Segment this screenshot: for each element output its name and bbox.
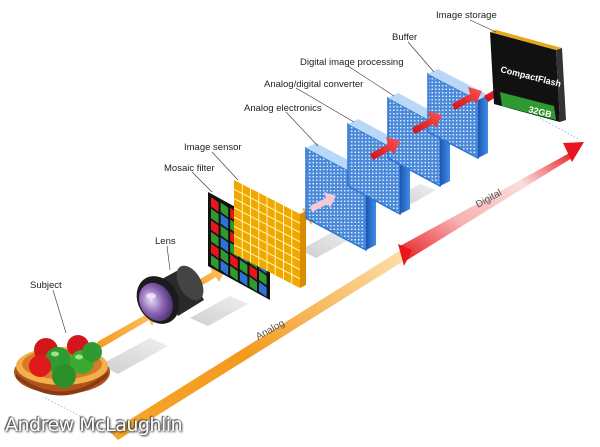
label-image-sensor: Image sensor [184, 142, 242, 153]
label-subject: Subject [30, 280, 62, 291]
image-sensor-icon [233, 180, 306, 288]
subject-apple-bowl-icon [14, 335, 110, 396]
label-mosaic-filter: Mosaic filter [164, 163, 215, 174]
signal-flow-arrow [110, 142, 584, 440]
label-lens: Lens [155, 236, 176, 247]
label-dip: Digital image processing [300, 57, 404, 68]
guide-lines [44, 117, 581, 435]
author-credit: Andrew McLaughlin [5, 414, 183, 436]
camera-lens-icon [136, 265, 204, 324]
leader-lines [52, 19, 497, 334]
label-adc: Analog/digital converter [264, 79, 363, 90]
compactflash-card-icon: CompactFlash 32GB [490, 30, 566, 122]
label-analog-electronics: Analog electronics [244, 103, 322, 114]
label-buffer: Buffer [392, 32, 417, 43]
label-image-storage: Image storage [436, 10, 497, 21]
